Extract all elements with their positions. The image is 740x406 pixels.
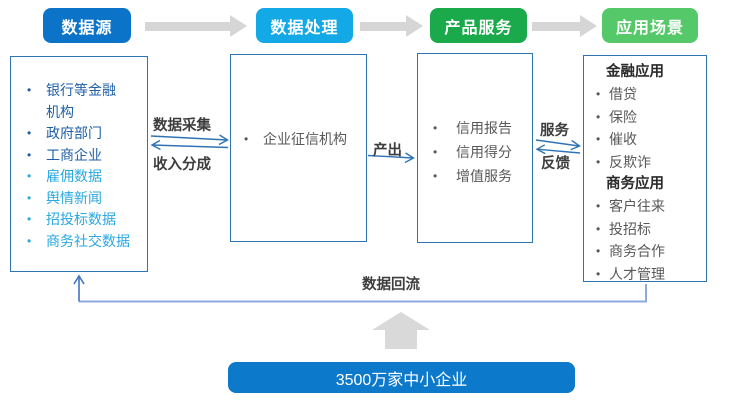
products-list: 信用报告 信用得分 增值服务 bbox=[418, 54, 532, 188]
up-block-arrow-stem bbox=[385, 330, 417, 349]
list-item: 增值服务 bbox=[433, 164, 530, 188]
up-block-arrow-icon bbox=[372, 312, 430, 330]
list-item: 银行等金融 机构 bbox=[27, 80, 145, 123]
section-title-finance: 金融应用 bbox=[606, 64, 664, 80]
label-feedback: 反馈 bbox=[541, 156, 570, 172]
bullet-icon bbox=[596, 263, 604, 285]
label-data-backflow: 数据回流 bbox=[362, 277, 420, 293]
list-item-label: 借贷 bbox=[609, 86, 637, 103]
bullet-icon bbox=[27, 188, 35, 210]
list-item-label: 反欺诈 bbox=[609, 153, 651, 170]
list-item: 舆情新闻 bbox=[27, 188, 145, 210]
service-arrow-line bbox=[535, 139, 580, 147]
list-item: 投招标 bbox=[596, 218, 704, 240]
bullet-icon bbox=[596, 218, 604, 240]
label-data-collection: 数据采集 bbox=[153, 118, 211, 134]
bullet-icon bbox=[244, 129, 252, 149]
backflow-arrowhead-icon bbox=[73, 274, 85, 285]
stage-button-data-processing: 数据处理 bbox=[256, 8, 353, 43]
list-item-label: 催收 bbox=[609, 131, 637, 148]
list-item: 信用得分 bbox=[433, 140, 530, 164]
applications-list: 金融应用 借贷 保险 催收 反欺诈 商务应用 客户往来 投招标 商务合作 人才管… bbox=[584, 56, 706, 285]
output-arrowhead-icon bbox=[404, 152, 415, 164]
list-item: 客户往来 bbox=[596, 195, 704, 217]
processing-list: 企业征信机构 bbox=[231, 55, 366, 149]
bullet-icon bbox=[433, 164, 441, 188]
list-item: 企业征信机构 bbox=[244, 129, 364, 149]
list-item-label: 招投标数据 bbox=[46, 211, 116, 227]
bullet-icon bbox=[596, 83, 604, 105]
list-item-label: 信用得分 bbox=[456, 144, 512, 160]
list-item: 人才管理 bbox=[596, 263, 704, 285]
section-title-business: 商务应用 bbox=[606, 176, 664, 193]
bullet-icon bbox=[433, 116, 441, 140]
list-item: 雇佣数据 bbox=[27, 166, 145, 188]
bullet-icon bbox=[27, 123, 35, 145]
bullet-icon bbox=[27, 166, 35, 188]
collect-arrow-line bbox=[150, 135, 228, 141]
revenue-share-arrowhead-icon bbox=[150, 139, 161, 151]
list-item: 借贷 bbox=[596, 83, 704, 105]
list-item: 催收 bbox=[596, 128, 704, 150]
bullet-icon bbox=[596, 195, 604, 217]
list-item-label: 投招标 bbox=[609, 220, 651, 237]
list-item: 信用报告 bbox=[433, 116, 530, 140]
list-item-label: 商务社交数据 bbox=[46, 232, 130, 249]
bullet-icon bbox=[27, 80, 35, 102]
list-item: 工商企业 bbox=[27, 145, 145, 167]
list-item-label: 信用报告 bbox=[456, 120, 512, 136]
label-service: 服务 bbox=[540, 123, 569, 139]
list-item: 商务社交数据 bbox=[27, 231, 145, 253]
bullet-icon bbox=[27, 231, 35, 253]
list-item-label: 保险 bbox=[609, 108, 637, 125]
revenue-share-arrow-line bbox=[151, 144, 229, 149]
bullet-icon bbox=[596, 240, 604, 262]
collect-arrowhead-icon bbox=[218, 134, 229, 146]
list-item-label: 商务合作 bbox=[609, 243, 665, 260]
applications-box: 金融应用 借贷 保险 催收 反欺诈 商务应用 客户往来 投招标 商务合作 人才管… bbox=[583, 55, 707, 282]
list-item-label: 政府部门 bbox=[46, 125, 102, 141]
products-box: 信用报告 信用得分 增值服务 bbox=[417, 53, 533, 243]
label-output: 产出 bbox=[373, 143, 402, 159]
list-item-label: 舆情新闻 bbox=[46, 189, 102, 206]
list-item-label: 工商企业 bbox=[46, 146, 102, 163]
list-item: 商务合作 bbox=[596, 240, 704, 262]
list-item: 政府部门 bbox=[27, 123, 145, 145]
data-source-list: 银行等金融 机构 政府部门 工商企业 雇佣数据 舆情新闻 招投标数据 商务社交数… bbox=[11, 57, 147, 252]
stage-button-product-services: 产品服务 bbox=[430, 8, 527, 43]
list-item-label: 企业征信机构 bbox=[263, 131, 347, 147]
stage-button-application-scenarios: 应用场景 bbox=[602, 8, 698, 43]
bullet-icon bbox=[596, 128, 604, 150]
data-source-box: 银行等金融 机构 政府部门 工商企业 雇佣数据 舆情新闻 招投标数据 商务社交数… bbox=[10, 56, 148, 272]
list-item-label: 银行等金融 机构 bbox=[46, 82, 116, 120]
list-item: 保险 bbox=[596, 106, 704, 128]
list-item-label: 人才管理 bbox=[609, 265, 665, 282]
bullet-icon bbox=[433, 140, 441, 164]
bullet-icon bbox=[27, 145, 35, 167]
bullet-icon bbox=[596, 106, 604, 128]
list-item: 招投标数据 bbox=[27, 209, 145, 231]
label-revenue-share: 收入分成 bbox=[153, 157, 211, 173]
processing-box: 企业征信机构 bbox=[230, 54, 367, 242]
bullet-icon bbox=[596, 151, 604, 173]
list-item-label: 雇佣数据 bbox=[46, 168, 102, 184]
sme-banner: 3500万家中小企业 bbox=[228, 362, 575, 393]
service-arrowhead-icon bbox=[570, 139, 582, 151]
list-item-label: 增值服务 bbox=[456, 168, 512, 184]
stage-button-data-source: 数据源 bbox=[43, 8, 131, 43]
list-item: 反欺诈 bbox=[596, 151, 704, 173]
list-item-label: 客户往来 bbox=[609, 198, 665, 215]
bullet-icon bbox=[27, 209, 35, 231]
